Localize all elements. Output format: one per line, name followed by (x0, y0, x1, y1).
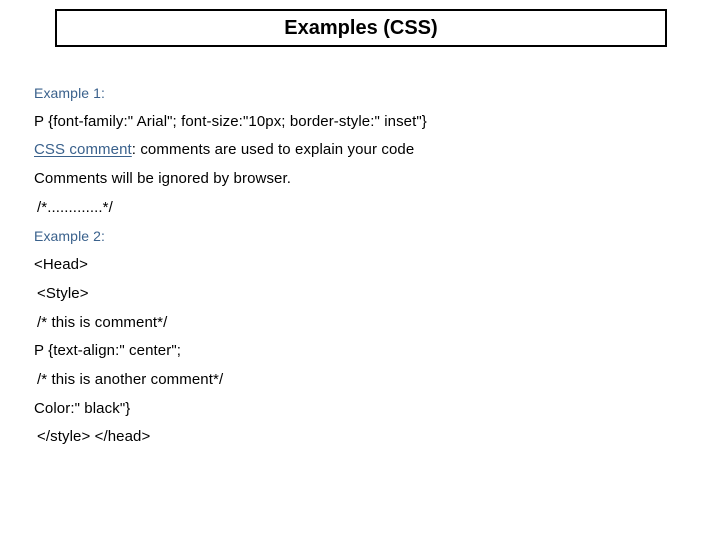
css-comment-link[interactable]: CSS comment (34, 141, 132, 159)
css-comment-line: CSS comment: comments are used to explai… (34, 136, 694, 165)
example-1-heading: Example 1: (34, 85, 106, 101)
comment-another: /* this is another comment*/ (37, 370, 224, 388)
comment-placeholder: /*.............*/ (37, 198, 113, 216)
slide-title-frame: Examples (CSS) (55, 9, 667, 47)
css-rule-color: Color:" black"} (34, 399, 131, 417)
slide-body: Example 1: P {font-family:" Arial"; font… (34, 79, 694, 452)
css-rule-text-align: P {text-align:" center"; (34, 342, 182, 360)
css-comment-description: : comments are used to explain your code (131, 141, 415, 159)
comments-ignored-text: Comments will be ignored by browser. (34, 170, 292, 188)
css-rule-1: P {font-family:" Arial"; font-size:"10px… (34, 112, 427, 130)
style-open-tag: <Style> (37, 284, 89, 302)
close-tags: </style> </head> (37, 428, 151, 446)
example-2-heading: Example 2: (34, 228, 106, 245)
head-open-tag: <Head> (34, 256, 88, 274)
page-title: Examples (CSS) (284, 17, 438, 39)
comment-this-is: /* this is comment*/ (37, 313, 168, 331)
